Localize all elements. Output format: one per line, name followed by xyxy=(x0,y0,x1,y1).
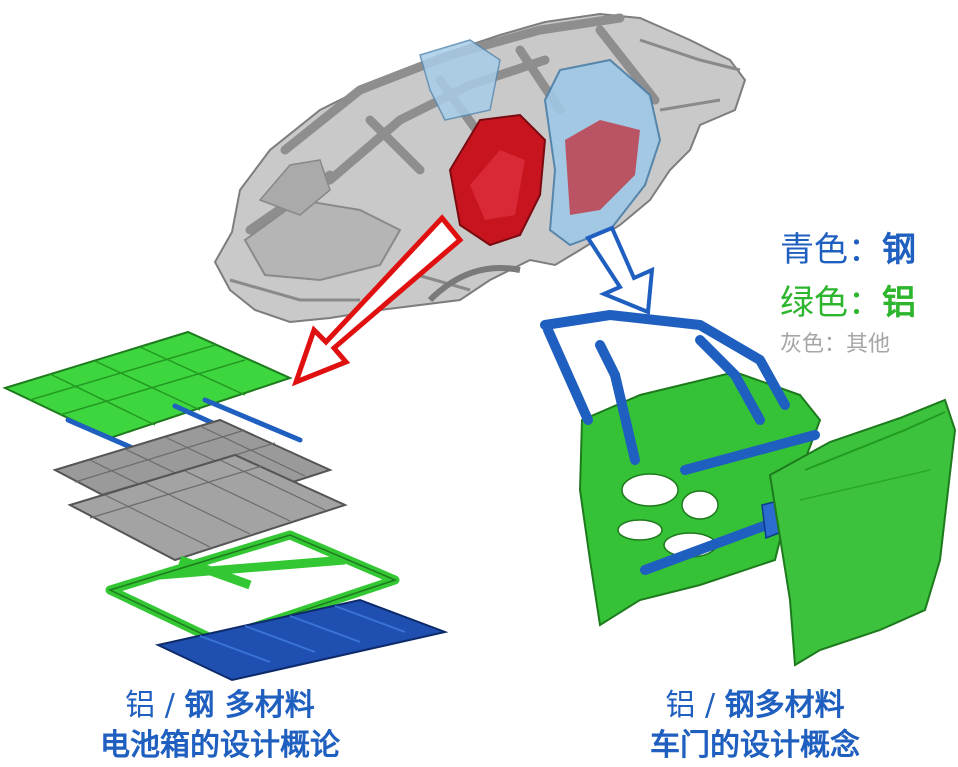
legend-steel-label: 青色 xyxy=(780,230,848,270)
caption-battery-line1-b: 钢 多材料 xyxy=(184,688,315,723)
car-body-illustration xyxy=(213,12,747,324)
caption-door-line1-b: 钢多材料 xyxy=(724,688,845,723)
legend-other-label: 灰色 xyxy=(780,332,825,357)
legend-other-sep: ： xyxy=(824,332,847,357)
legend-aluminum-label: 绿色 xyxy=(780,283,848,323)
caption-door: 铝 / 钢多材料 车门的设计概念 xyxy=(590,686,920,766)
legend-steel-value: 钢 xyxy=(882,230,916,270)
legend-other-value: 其他 xyxy=(846,332,891,357)
battery-box-illustration xyxy=(2,330,449,682)
caption-battery-line1-a: 铝 / xyxy=(125,688,185,723)
caption-battery-box: 铝 / 钢 多材料 电池箱的设计概论 xyxy=(40,686,400,766)
caption-door-line1-a: 铝 / xyxy=(665,688,725,723)
caption-door-line1: 铝 / 钢多材料 xyxy=(590,686,920,726)
caption-door-line2: 车门的设计概念 xyxy=(650,728,860,763)
legend-steel: 青色：钢 xyxy=(780,222,916,271)
blue-arrow-icon xyxy=(585,225,655,315)
caption-battery-line1: 铝 / 钢 多材料 xyxy=(40,686,400,726)
red-arrow-icon xyxy=(291,214,464,387)
door-illustration xyxy=(540,310,957,667)
legend-other: 灰色：其他 xyxy=(780,326,890,358)
legend-steel-sep: ： xyxy=(848,230,882,270)
legend-aluminum: 绿色：铝 xyxy=(780,275,916,324)
legend-aluminum-value: 铝 xyxy=(882,283,916,323)
caption-battery-line2: 电池箱的设计概论 xyxy=(100,728,340,763)
legend-aluminum-sep: ： xyxy=(848,283,882,323)
steel-window-frame xyxy=(540,310,820,575)
